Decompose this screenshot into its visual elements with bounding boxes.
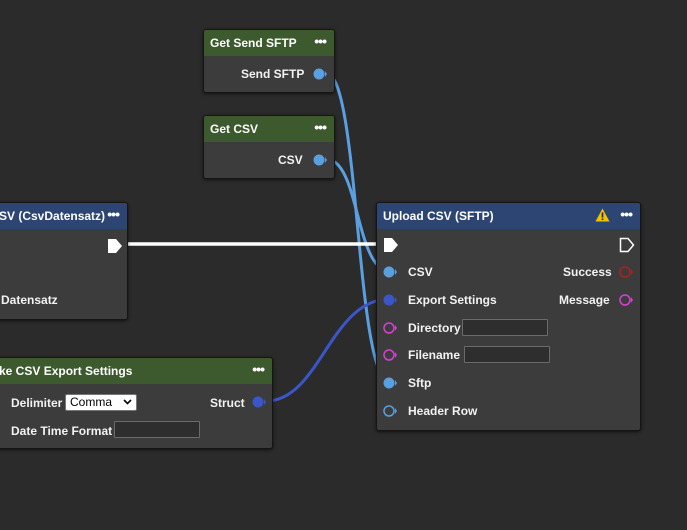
delimiter-select[interactable]: Comma <box>65 394 137 411</box>
output-label-csv: CSV <box>278 153 303 167</box>
chevron-down-icon <box>123 399 132 405</box>
more-options-icon[interactable]: ••• <box>314 119 327 135</box>
more-options-icon[interactable]: ••• <box>620 206 633 222</box>
wire-struct-to-export-settings <box>265 297 391 403</box>
input-pin-header-row[interactable] <box>383 404 397 418</box>
exec-output-pin[interactable] <box>619 237 635 253</box>
input-pin-filename[interactable] <box>383 348 397 362</box>
directory-input[interactable] <box>462 319 548 336</box>
output-label-message: Message <box>559 293 610 307</box>
node-header[interactable]: Upload CSV (SFTP) ••• <box>377 203 640 229</box>
input-label-export-settings: Export Settings <box>408 293 497 307</box>
node-title: Upload CSV (SFTP) <box>383 209 494 223</box>
exec-output-pin[interactable] <box>107 238 123 254</box>
input-label-header-row: Header Row <box>408 404 478 418</box>
output-label-datensatz: Datensatz <box>1 293 58 307</box>
node-header[interactable]: SV (CsvDatensatz) ••• <box>0 203 127 229</box>
node-title: SV (CsvDatensatz) <box>0 209 106 223</box>
node-header[interactable]: ke CSV Export Settings ••• <box>0 358 272 384</box>
input-label-filename: Filename <box>408 348 461 362</box>
output-pin-struct[interactable] <box>252 395 266 409</box>
delimiter-label: Delimiter <box>11 396 63 410</box>
node-header[interactable]: Get Send SFTP ••• <box>204 30 334 56</box>
input-label-csv: CSV <box>408 265 433 279</box>
node-title: Get Send SFTP <box>210 36 297 50</box>
more-options-icon[interactable]: ••• <box>252 361 265 377</box>
output-pin-message[interactable] <box>619 293 633 307</box>
node-csv-datensatz[interactable]: SV (CsvDatensatz) ••• Datensatz <box>0 202 128 320</box>
input-pin-sftp[interactable] <box>383 376 397 390</box>
filename-input[interactable] <box>464 346 550 363</box>
input-label-sftp: Sftp <box>408 376 432 390</box>
node-header[interactable]: Get CSV ••• <box>204 116 334 142</box>
date-time-format-label: Date Time Format <box>11 424 113 438</box>
output-label-send-sftp: Send SFTP <box>241 67 305 81</box>
input-pin-csv[interactable] <box>383 265 397 279</box>
output-pin-send-sftp[interactable] <box>313 67 327 81</box>
node-get-send-sftp[interactable]: Get Send SFTP ••• Send SFTP <box>203 29 335 93</box>
output-pin-success[interactable] <box>619 265 633 279</box>
date-time-format-input[interactable] <box>114 421 200 438</box>
output-label-success: Success <box>563 265 612 279</box>
node-get-csv[interactable]: Get CSV ••• CSV <box>203 115 335 179</box>
pin-partial <box>0 260 3 272</box>
node-title: ke CSV Export Settings <box>0 364 133 378</box>
exec-input-pin[interactable] <box>383 237 399 253</box>
output-label-struct: Struct <box>210 396 245 410</box>
node-upload-csv-sftp[interactable]: Upload CSV (SFTP) ••• CSV Success Export… <box>376 202 641 431</box>
output-pin-csv[interactable] <box>313 153 327 167</box>
more-options-icon[interactable]: ••• <box>107 206 120 222</box>
node-make-csv-export-settings[interactable]: ke CSV Export Settings ••• Delimiter Com… <box>0 357 273 449</box>
warning-icon[interactable] <box>595 208 610 222</box>
node-title: Get CSV <box>210 122 259 136</box>
input-label-directory: Directory <box>408 321 461 335</box>
delimiter-select-value: Comma <box>70 395 113 409</box>
more-options-icon[interactable]: ••• <box>314 33 327 49</box>
input-pin-export-settings[interactable] <box>383 293 397 307</box>
input-pin-directory[interactable] <box>383 321 397 335</box>
